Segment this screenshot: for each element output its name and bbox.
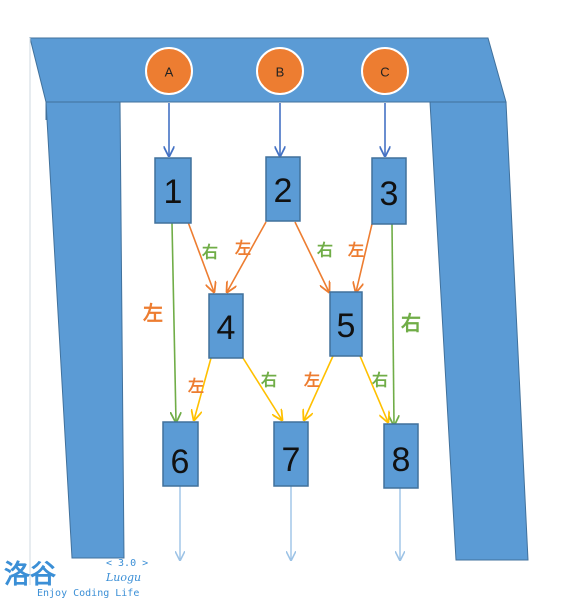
frame-right-leg	[429, 101, 529, 561]
label-left-5-to-7: 左	[303, 371, 320, 390]
node-3-label: 3	[380, 175, 399, 213]
watermark-version: < 3.0 >	[106, 558, 148, 569]
arrow-4-to-7	[242, 357, 282, 420]
node-5-label: 5	[337, 307, 356, 345]
node-8-label: 8	[392, 441, 411, 479]
node-5: 5	[329, 291, 363, 357]
node-7-label: 7	[282, 441, 301, 479]
label-right-4-to-7: 右	[261, 371, 277, 390]
arrow-3-to-5	[356, 223, 373, 292]
watermark: 洛谷 < 3.0 > Luogu Enjoy Coding Life	[4, 558, 148, 599]
node-6: 6	[162, 421, 199, 487]
label-left-2-to-4: 左	[234, 239, 251, 258]
node-2-label: 2	[274, 172, 293, 210]
arrow-5-to-7	[304, 355, 334, 420]
node-4: 4	[208, 293, 244, 359]
node-8: 8	[383, 423, 419, 489]
label-right-3-to-8: 右	[401, 311, 421, 335]
circle-c-label: C	[380, 65, 389, 80]
arrow-1-to-4	[187, 221, 214, 292]
circle-a: A	[145, 47, 193, 95]
watermark-slogan: Enjoy Coding Life	[37, 588, 139, 599]
label-right-5-to-8: 右	[372, 371, 388, 390]
node-1: 1	[154, 157, 192, 224]
node-6-label: 6	[171, 443, 190, 481]
arrow-4-to-6	[194, 357, 212, 420]
watermark-romanized: Luogu	[105, 571, 141, 584]
arrow-5-to-8	[359, 355, 388, 422]
circle-b: B	[256, 47, 304, 95]
frame-left-leg	[45, 101, 125, 559]
watermark-logo: 洛谷	[4, 559, 57, 590]
frame	[29, 37, 529, 585]
circle-b-label: B	[276, 65, 285, 80]
label-left-1-to-6: 左	[143, 301, 163, 325]
arrow-3-to-8	[392, 223, 394, 425]
circle-a-label: A	[165, 65, 174, 80]
arrow-1-to-6	[172, 222, 176, 422]
node-7: 7	[273, 421, 309, 487]
node-1-label: 1	[164, 173, 183, 211]
arrow-2-to-5	[294, 221, 329, 292]
label-left-3-to-5: 左	[347, 241, 364, 260]
circle-c: C	[361, 47, 409, 95]
label-right-2-to-5: 右	[317, 241, 333, 260]
node-3: 3	[371, 157, 407, 225]
node-4-label: 4	[217, 309, 236, 347]
node-2: 2	[265, 156, 301, 222]
arrow-2-to-4	[227, 221, 267, 292]
label-left-4-to-6: 左	[187, 377, 204, 396]
label-right-1-to-4: 右	[202, 243, 218, 262]
